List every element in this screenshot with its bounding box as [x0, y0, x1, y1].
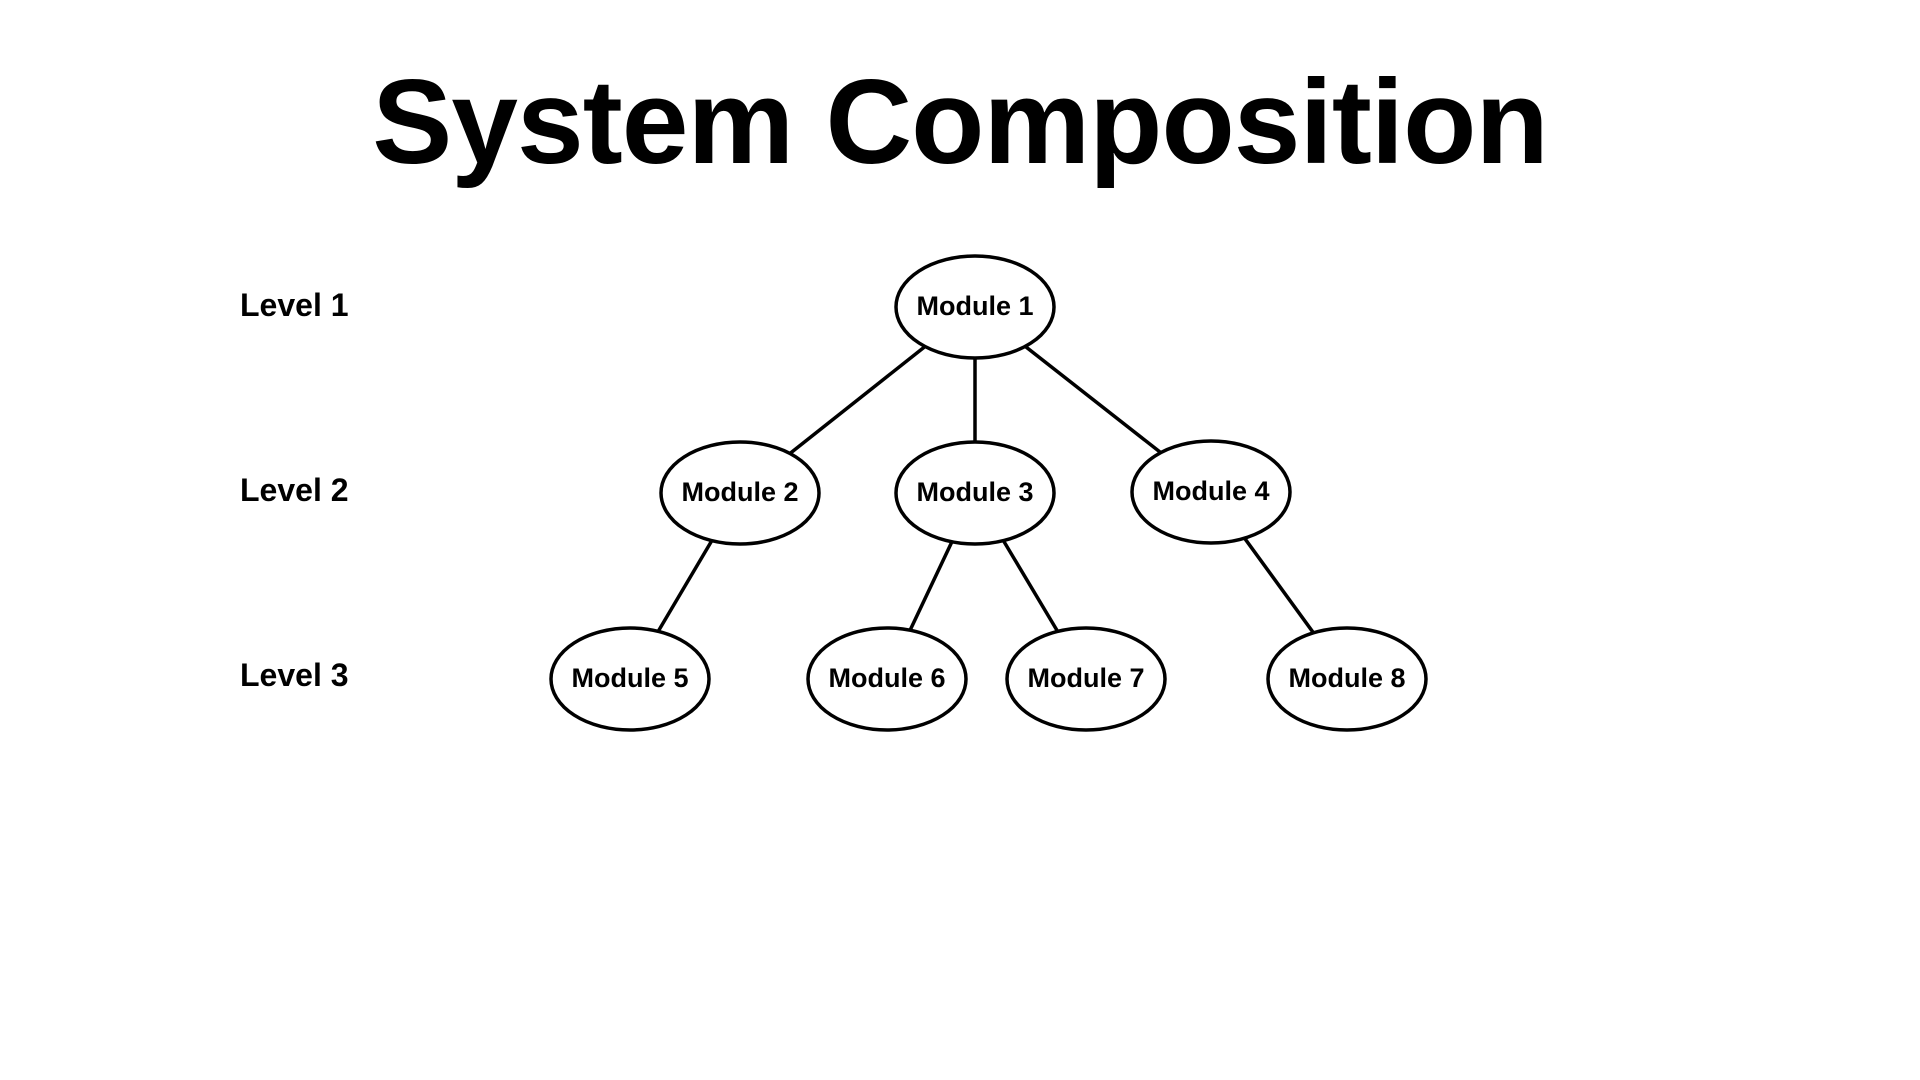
node-ellipse: [806, 626, 968, 732]
node-ellipse: [1130, 439, 1292, 545]
node-label: Module 5: [571, 663, 688, 693]
node-label: Module 8: [1288, 663, 1405, 693]
node-m1: Module 1: [894, 254, 1056, 360]
node-m2: Module 2: [659, 440, 821, 546]
node-ellipse: [1266, 626, 1428, 732]
edges-layer: [656, 344, 1315, 634]
edge-m2-m5: [656, 539, 714, 633]
node-ellipse: [1005, 626, 1167, 732]
node-ellipse: [894, 440, 1056, 546]
node-ellipse: [894, 254, 1056, 360]
node-label: Module 2: [681, 477, 798, 507]
node-label: Module 6: [828, 663, 945, 693]
node-m4: Module 4: [1130, 439, 1292, 545]
node-ellipse: [659, 440, 821, 546]
nodes-layer: Module 1 Module 2 Module 3 Module 4 Module 5…: [549, 254, 1428, 732]
edge-m3-m7: [1001, 539, 1060, 633]
node-label: Module 1: [916, 291, 1033, 321]
node-label: Module 4: [1152, 476, 1269, 506]
node-m8: Module 8: [1266, 626, 1428, 732]
level-label-3: Level 3: [240, 657, 349, 693]
level-label-2: Level 2: [240, 472, 349, 508]
edge-m1-m2: [788, 345, 927, 455]
node-m6: Module 6: [806, 626, 968, 732]
node-label: Module 7: [1027, 663, 1144, 693]
edge-m1-m4: [1024, 344, 1162, 455]
edge-m4-m8: [1243, 537, 1315, 634]
node-label: Module 3: [916, 477, 1033, 507]
node-m5: Module 5: [549, 626, 711, 732]
edge-m3-m6: [908, 541, 954, 631]
node-m7: Module 7: [1005, 626, 1167, 732]
level-label-1: Level 1: [240, 287, 349, 323]
page-title: System Composition: [372, 55, 1549, 189]
node-ellipse: [549, 626, 711, 732]
node-m3: Module 3: [894, 440, 1056, 546]
